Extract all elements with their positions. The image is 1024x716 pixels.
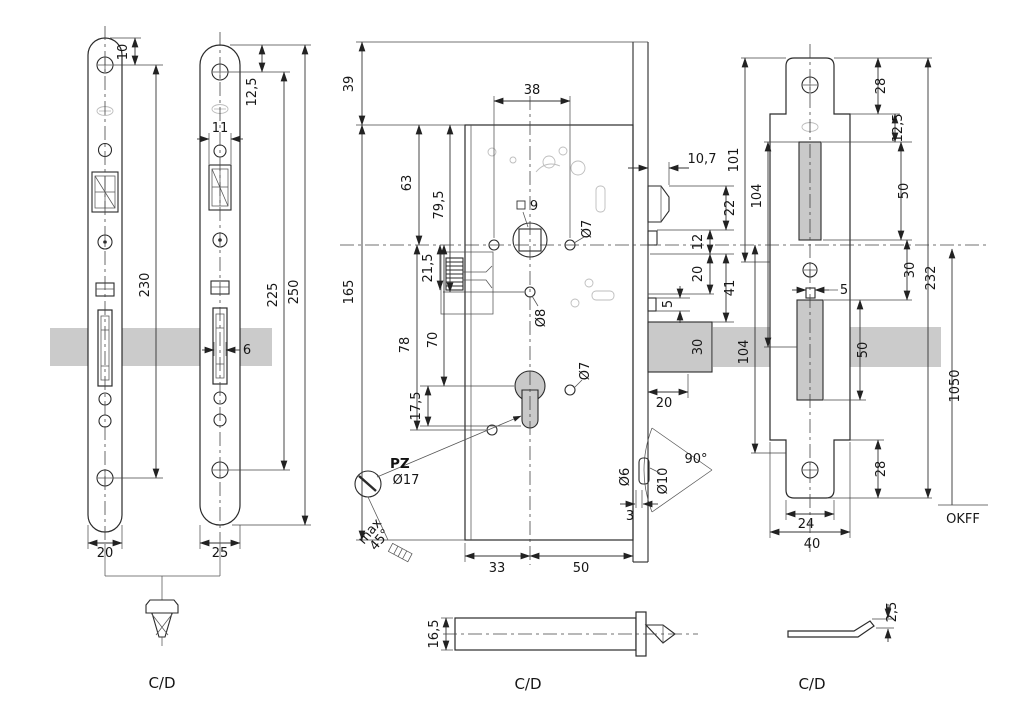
dim-50-upper: 50 <box>897 183 912 200</box>
dim-10: 10 <box>116 44 131 61</box>
lock-case-view <box>356 41 713 563</box>
dim-41: 41 <box>723 280 738 297</box>
hole-labels: Ø7 Ø8 Ø7 <box>531 220 595 389</box>
dim-5: 5 <box>661 300 676 308</box>
dim-6: 6 <box>243 343 251 358</box>
label-o10: Ø10 <box>656 468 671 495</box>
dim-28-top: 28 <box>874 78 889 95</box>
strike-plate-view <box>769 57 851 499</box>
dim-38: 38 <box>524 83 541 98</box>
strike-plate-dims-right: 28 12,5 50 30 232 28 50 5 <box>792 57 939 499</box>
strike-lip-section <box>787 620 875 638</box>
swing-angle-detail: 90° Ø6 Ø10 3 <box>618 427 713 524</box>
deadbolt-thrown <box>647 321 713 373</box>
dim-104-lower: 104 <box>737 340 752 365</box>
dim-1050: 1050 <box>948 369 963 402</box>
dim-16-5: 16,5 <box>427 620 442 649</box>
dim-232: 232 <box>924 266 939 291</box>
label-o6: Ø6 <box>618 468 633 487</box>
aux-pin <box>647 230 658 246</box>
dim-22: 22 <box>723 200 738 217</box>
square-symbol <box>516 200 526 210</box>
section-connector-left <box>104 540 221 600</box>
lock-case-dims-left: 39 165 63 79,5 21,5 70 78 17,5 <box>342 41 524 541</box>
label-pz: PZ <box>390 456 410 472</box>
section-label-middle: C/D <box>514 675 541 693</box>
dim-250: 250 <box>287 280 302 305</box>
stop-pin <box>647 297 657 312</box>
follower-detail-icon <box>145 599 179 646</box>
dim-70: 70 <box>426 332 441 349</box>
hole-o7-lower <box>564 384 576 396</box>
dim-3: 3 <box>626 509 634 524</box>
dim-230: 230 <box>138 273 153 298</box>
label-o17: Ø17 <box>393 473 420 488</box>
dim-5: 5 <box>840 283 848 298</box>
dim-50-cutout: 50 <box>856 342 871 359</box>
dim-20-throw: 20 <box>656 396 673 411</box>
label-okff: OKFF <box>946 512 980 527</box>
dim-165: 165 <box>342 280 357 305</box>
dim-12-5: 12,5 <box>245 78 260 107</box>
lock-case-body <box>464 124 634 541</box>
lock-case-dims-right: 10,7 22 12 20 41 5 30 20 <box>628 152 738 411</box>
dim-33: 33 <box>489 561 506 576</box>
latch-bolt <box>647 185 670 223</box>
faceplate-narrow-dims: 10 230 20 <box>87 37 163 561</box>
dim-21-5: 21,5 <box>421 254 436 283</box>
dim-24: 24 <box>798 517 815 532</box>
lock-case-dims-top: 38 9 <box>493 83 571 238</box>
dim-12: 12 <box>691 234 706 251</box>
dim-11: 11 <box>212 121 229 136</box>
dim-12-5: 12,5 <box>891 114 906 143</box>
centerlines <box>104 26 988 635</box>
label-o7-lower: Ø7 <box>578 362 593 381</box>
key-wedge-icon <box>387 542 413 563</box>
dim-30: 30 <box>903 262 918 279</box>
dim-40: 40 <box>804 537 821 552</box>
dim-39: 39 <box>342 76 357 93</box>
dim-79-5: 79,5 <box>432 191 447 220</box>
lock-case-dims-bottom: 33 50 <box>464 543 634 576</box>
follower-pin <box>638 457 650 485</box>
strike-plate-bottom-section: 2,5 <box>787 602 900 642</box>
strike-plate-dims-left: 101 104 104 <box>727 57 799 454</box>
section-label-right: C/D <box>798 675 825 693</box>
dim-28-bottom: 28 <box>874 461 889 478</box>
dim-90deg: 90° <box>684 452 707 467</box>
dim-104-upper: 104 <box>750 184 765 209</box>
dim-101: 101 <box>727 148 742 173</box>
label-o8: Ø8 <box>534 309 549 328</box>
dim-63: 63 <box>400 175 415 192</box>
dim-10-7: 10,7 <box>688 152 717 167</box>
floor-reference-dim: 1050 OKFF <box>938 248 988 527</box>
dim-78: 78 <box>398 337 413 354</box>
dim-9: 9 <box>530 199 538 214</box>
dim-20-right: 20 <box>691 266 706 283</box>
internal-mechanism-ghost <box>487 146 615 308</box>
dim-30-bolt: 30 <box>691 339 706 356</box>
section-label-left: C/D <box>148 674 175 692</box>
dim-2-5: 2,5 <box>885 602 900 623</box>
dim-17-5: 17,5 <box>409 392 424 421</box>
dim-225: 225 <box>266 283 281 308</box>
label-o7-upper: Ø7 <box>580 220 595 239</box>
faceplate-wide-dims: 11 12,5 225 250 6 25 <box>197 44 311 561</box>
dim-50-backset: 50 <box>573 561 590 576</box>
